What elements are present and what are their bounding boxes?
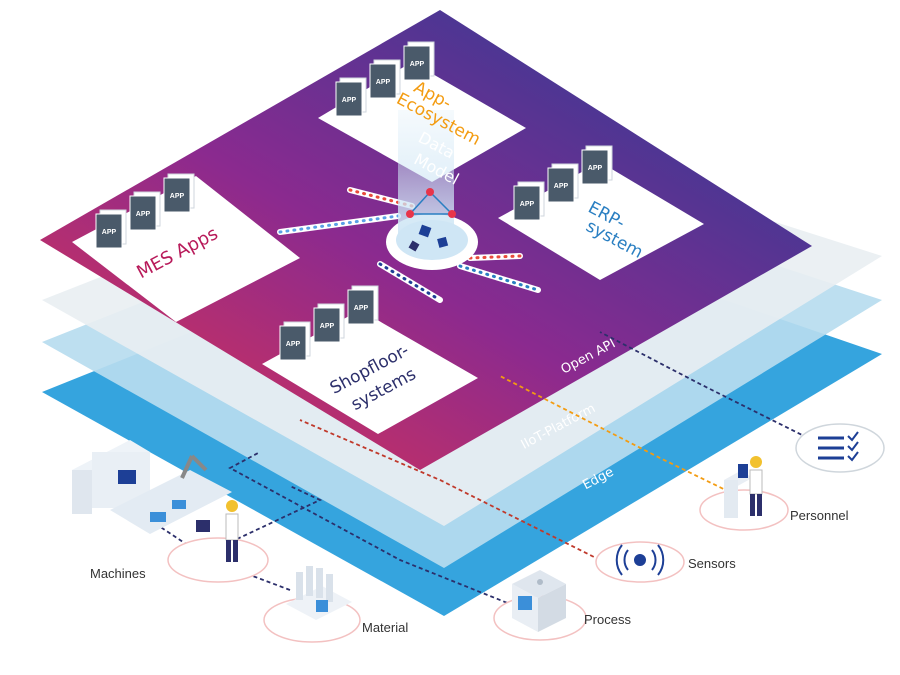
mes-apps-tile <box>72 176 300 322</box>
app-badge: APP <box>369 59 401 99</box>
app-badge-label: APP <box>136 211 151 218</box>
app-badge: APP <box>347 285 379 325</box>
app-badge: APP <box>313 303 345 343</box>
app-badge-label: APP <box>376 79 391 86</box>
checklist-icon <box>818 431 859 462</box>
process-icon <box>512 570 566 632</box>
cube-icon <box>418 224 432 238</box>
app-badge: APP <box>513 181 545 221</box>
personnel-label: Personnel <box>790 508 849 523</box>
app-badge: APP <box>403 41 435 81</box>
app-badge: APP <box>279 321 311 361</box>
app-badge: APP <box>335 77 367 117</box>
personnel-icon <box>724 456 763 518</box>
app-badge-label: APP <box>286 341 301 348</box>
app-badge-label: APP <box>554 183 569 190</box>
machines-label: Machines <box>90 566 146 581</box>
app-badge: APP <box>95 209 127 249</box>
app-badge-label: APP <box>520 201 535 208</box>
app-badge-label: APP <box>342 97 357 104</box>
app-badge-label: APP <box>588 165 603 172</box>
machine-icon <box>72 440 232 534</box>
app-badge-label: APP <box>102 229 117 236</box>
node-links <box>149 331 821 609</box>
machines-disc <box>167 537 269 583</box>
material-label: Material <box>362 620 409 635</box>
network-icon <box>408 190 454 215</box>
app-badge-label: APP <box>320 323 335 330</box>
worker-icon <box>225 500 239 562</box>
app-badge: APP <box>581 145 613 185</box>
app-badge: APP <box>163 173 195 213</box>
personnel-disc <box>699 489 789 531</box>
connector-dots <box>277 187 541 303</box>
app-badge-label: APP <box>354 305 369 312</box>
sensors-label: Sensors <box>688 556 736 571</box>
app-badge: APP <box>129 191 161 231</box>
sensor-icon <box>615 544 665 576</box>
process-label: Process <box>584 612 631 627</box>
material-icon <box>286 566 352 620</box>
app-badges: APP APP APP APP APP APP APP APP APP APP APP APP <box>95 41 613 361</box>
app-badge: APP <box>547 163 579 203</box>
app-badge-label: APP <box>170 193 185 200</box>
app-badge-label: APP <box>410 61 425 68</box>
